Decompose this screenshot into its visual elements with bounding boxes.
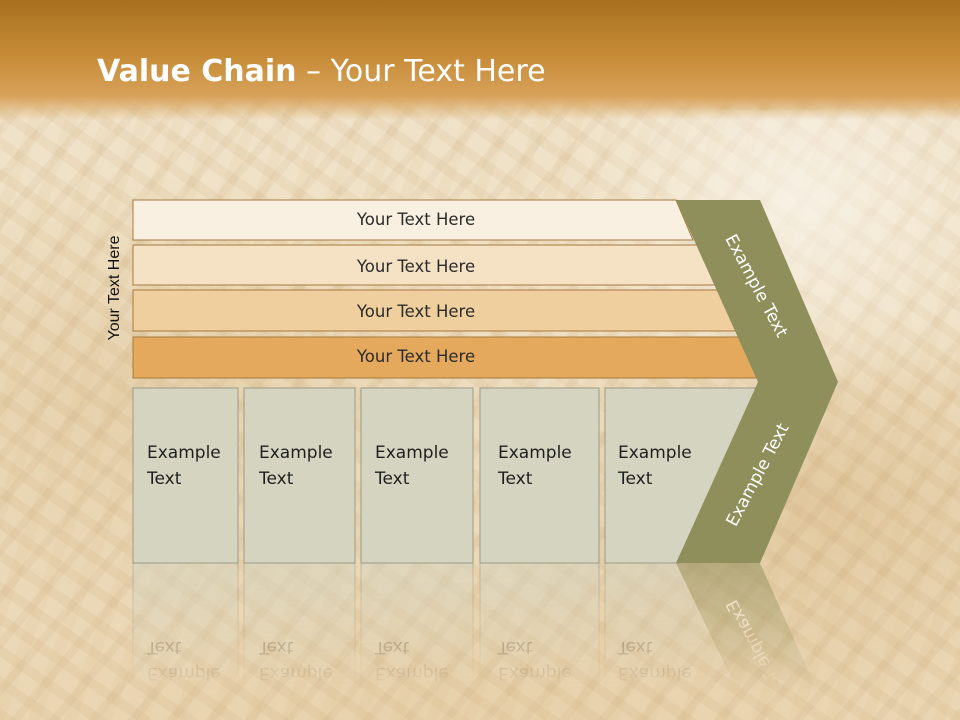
reflection-text: Text <box>497 637 533 657</box>
activity-box-1-line2: Text <box>146 469 182 489</box>
activity-box-5-line1: Example <box>618 443 692 463</box>
activity-box-4 <box>479 387 600 564</box>
reflection-text: Example <box>618 663 692 683</box>
activity-box-3-line1: Example <box>375 443 449 463</box>
reflection-box <box>360 562 474 720</box>
activity-box-1-line1: Example <box>147 443 221 463</box>
activity-boxes: Example Text Example Text Example Text E… <box>132 387 761 564</box>
activity-box-5-line2: Text <box>617 469 653 489</box>
reflection-text: Text <box>146 637 182 657</box>
reflection-text: Example <box>375 663 449 683</box>
activity-box-2 <box>243 387 356 564</box>
reflection-box <box>243 562 356 720</box>
slide-title-bold: Value Chain <box>97 54 297 89</box>
title-banner <box>0 0 960 120</box>
slide-title: Value Chain – Your Text Here <box>97 54 546 89</box>
activity-box-3 <box>360 387 474 564</box>
support-bar-1 <box>132 199 694 241</box>
reflection-text: Example <box>498 663 572 683</box>
reflection-text: Example <box>259 663 333 683</box>
reflection: Example Text Example Text Example Text E… <box>132 562 830 720</box>
reflection-text: Example <box>147 663 221 683</box>
reflection-text: Text <box>617 637 653 657</box>
reflection-text: Text <box>258 637 294 657</box>
support-bar-3-label: Your Text Here <box>356 302 475 321</box>
reflection-chevron <box>676 563 830 720</box>
activity-box-4-line2: Text <box>497 469 533 489</box>
activity-box-2-line1: Example <box>259 443 333 463</box>
margin-chevron-shape <box>676 200 838 563</box>
activity-box-2-line2: Text <box>258 469 294 489</box>
activity-box-4-line1: Example <box>498 443 572 463</box>
margin-chevron: Example Text Example Text <box>676 200 838 563</box>
support-bars: Your Text Here Your Text Here Your Text … <box>132 199 763 379</box>
slide-title-rest: – Your Text Here <box>296 54 546 89</box>
support-bar-1-label: Your Text Here <box>356 210 475 229</box>
support-bar-2-label: Your Text Here <box>356 257 475 276</box>
activity-box-1 <box>132 387 239 564</box>
support-bar-4-label: Your Text Here <box>356 347 475 366</box>
reflection-text: Text <box>374 637 410 657</box>
reflection-box <box>479 562 600 720</box>
activity-box-3-line2: Text <box>374 469 410 489</box>
